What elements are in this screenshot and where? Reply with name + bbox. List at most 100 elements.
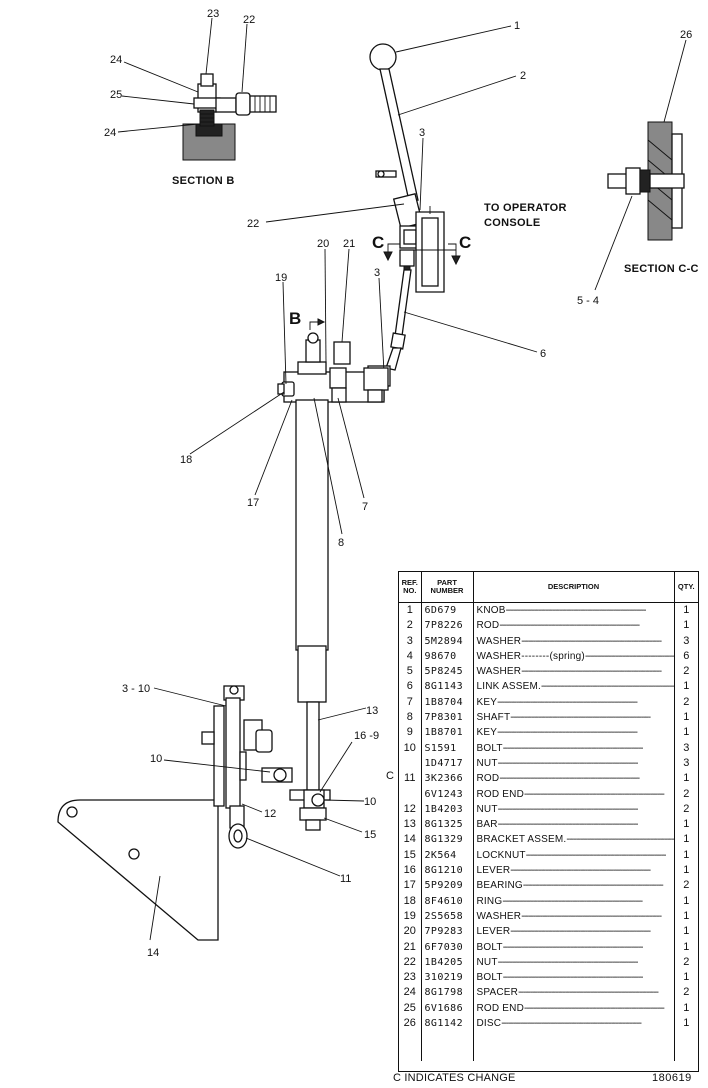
dash-leader: ----------------------------------------… (497, 696, 638, 708)
qty-cell: 1 (683, 864, 690, 877)
ref-cell (399, 786, 422, 802)
header-ref-no: REF. NO. (399, 572, 422, 603)
description-cell: NUT-------------------------------------… (473, 801, 675, 818)
dash-leader: ----------------------------------------… (497, 819, 639, 831)
qty-cell: 1 (683, 925, 690, 938)
dash-leader: ----------------------------------------… (497, 803, 639, 815)
shaft (295, 399, 329, 651)
ref-cell: 4 (399, 648, 422, 665)
lever-rod (379, 68, 419, 202)
part-number-cell: 7P8226 (421, 618, 474, 634)
ref-cell: 12 (399, 801, 422, 818)
description-cell: BAR-------------------------------------… (473, 817, 675, 833)
qty-cell: 1 (683, 1001, 690, 1014)
dash-leader: ----------------------------------------… (497, 956, 639, 968)
qty-cell: 3 (683, 634, 690, 647)
description-cell: WASHER----------------------------------… (473, 664, 675, 680)
part-number-cell: 8G1329 (421, 832, 474, 848)
description-cell: KNOB------------------------------------… (473, 602, 675, 619)
part-number-cell: 8G1210 (421, 863, 474, 879)
description-cell: WASHER--------(spring)------------------… (473, 648, 675, 665)
dash-leader: ----------------------------------------… (510, 865, 651, 877)
change-footnote: C INDICATES CHANGE (393, 1072, 516, 1084)
qty-cell: 2 (683, 955, 690, 968)
ref-label: 8 (338, 537, 344, 549)
table-header-row: REF. NO. PART NUMBER DESCRIPTION QTY. (399, 572, 698, 603)
description-cell: ROD-------------------------------------… (473, 771, 675, 787)
description-cell: BRACKET ASSEM.--------------------------… (473, 832, 675, 848)
vertical-rod (225, 697, 241, 809)
dash-leader: ----------------------------------------… (505, 605, 647, 616)
dash-leader: ----------------------------------------… (521, 666, 662, 678)
ref-label: 15 (364, 829, 376, 841)
section-b-caption: SECTION B (172, 175, 235, 187)
description-cell: WASHER----------------------------------… (473, 633, 675, 649)
dash-leader: ----------------------------------------… (501, 1018, 642, 1030)
link-assembly (394, 269, 412, 337)
qty-cell: 1 (683, 711, 690, 724)
ref-cell: 1 (399, 602, 422, 619)
qty-cell: 1 (683, 818, 690, 831)
dash-leader: ----------------------------------------… (502, 895, 643, 907)
dash-leader: ----------------------------------------… (518, 987, 659, 999)
ref-label: 3 (419, 127, 425, 139)
qty-cell: 2 (683, 986, 690, 999)
ref-label: 21 (343, 238, 355, 250)
qty-cell: 1 (683, 848, 690, 861)
ref-label: 3 (374, 267, 380, 279)
qty-cell: 1 (683, 604, 690, 616)
part-number-cell: 7P8301 (421, 710, 474, 726)
ref-label: 22 (247, 218, 259, 230)
qty-cell: 1 (683, 619, 690, 632)
ref-label: 22 (243, 14, 255, 26)
header-qty: QTY. (674, 572, 698, 603)
qty-cell: 2 (683, 879, 690, 892)
description-cell: ROD END---------------------------------… (473, 786, 675, 802)
description-cell: KEY-------------------------------------… (473, 694, 675, 711)
description-cell: SPACER----------------------------------… (473, 985, 675, 1001)
ref-label: 18 (180, 454, 192, 466)
ref-label: 11 (340, 873, 351, 885)
part-number-cell: 310219 (421, 970, 474, 986)
qty-cell: 2 (683, 787, 690, 800)
ref-cell: 15 (399, 847, 422, 864)
console-note: TO OPERATOR (484, 202, 567, 214)
description-cell: KEY-------------------------------------… (473, 725, 675, 741)
qty-cell: 6 (683, 649, 690, 662)
knob (369, 43, 397, 71)
ref-label: 5 - 4 (577, 295, 599, 307)
ref-label: 25 (110, 89, 122, 101)
part-number-cell: 6V1243 (421, 786, 474, 802)
part-number-cell: 6V1686 (421, 1000, 474, 1017)
qty-cell: 1 (683, 680, 690, 693)
dash-leader: ----------------------------------------… (525, 849, 667, 861)
ref-cell: 26 (399, 1016, 422, 1032)
locknut (299, 807, 327, 821)
ref-cell: 22 (399, 954, 422, 971)
part-number-cell: 3K2366 (421, 771, 474, 787)
section-b-view: 23 22 24 25 24 SECTION B (104, 8, 277, 187)
ref-label: 13 (366, 705, 378, 717)
qty-cell: 2 (683, 695, 690, 708)
part-number-cell: 8G1142 (421, 1016, 474, 1032)
dash-leader: ----------------------------------------… (510, 926, 651, 938)
dash-leader: ----------------------------------------… (522, 880, 664, 892)
section-c-marker: C (459, 233, 471, 252)
ref-label: 24 (110, 54, 122, 66)
part-number-cell: 1D4717 (421, 755, 474, 772)
dash-leader: ----------------------------------------… (524, 1002, 665, 1014)
ref-label: 19 (275, 272, 287, 284)
description-cell: DISC------------------------------------… (473, 1016, 675, 1032)
description-cell: LEVER-----------------------------------… (473, 863, 675, 879)
dash-leader: ----------------------------------------… (497, 757, 639, 769)
